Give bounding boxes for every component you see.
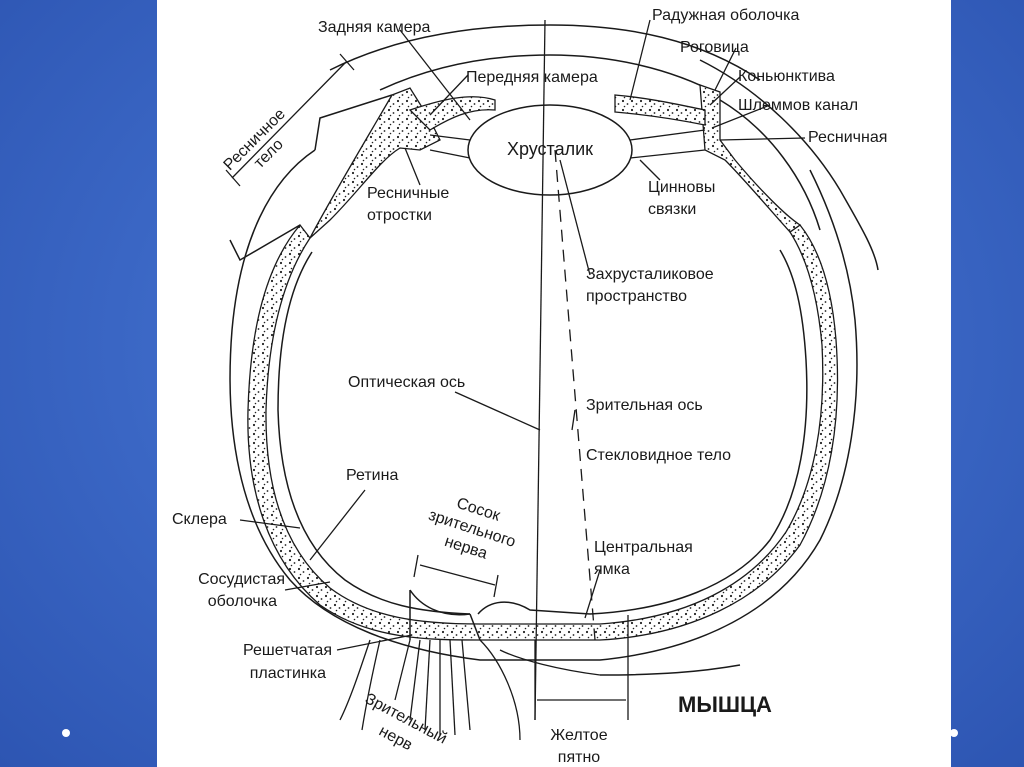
label-anterior-chamber: Передняя камера [466, 69, 598, 86]
label-visual-axis: Зрительная ось [586, 397, 703, 414]
label-ciliary-processes-1: Ресничные [367, 185, 449, 202]
label-macula-2: пятно [558, 749, 600, 766]
choroid-layer [247, 223, 839, 641]
label-choroid-2: оболочка [208, 593, 277, 610]
iris-right [614, 94, 706, 126]
ciliary-body-left [309, 87, 441, 239]
slide: Задняя камера Радужная оболочка Роговица… [157, 0, 951, 767]
muscle-outline [599, 664, 741, 676]
label-zonules-1: Цинновы [648, 179, 715, 196]
cornea-inner [379, 54, 721, 96]
zonules [429, 129, 706, 159]
label-sclera: Склера [172, 511, 227, 528]
label-lamina-2: пластинка [250, 665, 326, 682]
label-posterior-chamber: Задняя камера [318, 19, 431, 36]
label-vitreous-body: Стекловидное тело [586, 447, 731, 464]
ciliary-dimension [225, 53, 355, 187]
retina-line [277, 251, 471, 615]
label-fovea-2: ямка [594, 561, 630, 578]
optic-disc [409, 589, 591, 641]
nav-dot-left [62, 729, 70, 737]
label-lamina-1: Решетчатая [243, 642, 332, 659]
papilla-dimension [413, 554, 499, 598]
label-schlemm-canal: Шлеммов канал [738, 97, 858, 114]
label-ciliary-processes-2: отростки [367, 207, 432, 224]
label-ciliary: Ресничная [808, 129, 887, 146]
label-lens: Хрусталик [507, 139, 593, 159]
optical-axis-line [534, 19, 546, 721]
lens-shape [467, 104, 633, 196]
label-choroid-1: Сосудистая [198, 571, 285, 588]
visual-axis-line [554, 149, 596, 641]
label-cornea: Роговица [680, 39, 749, 56]
eye-anatomy-diagram: Задняя камера Радужная оболочка Роговица… [172, 7, 887, 766]
conjunctiva [699, 59, 879, 271]
nav-dot-right [950, 729, 958, 737]
ciliary-body-right [699, 84, 802, 233]
label-macula-1: Желтое [550, 727, 607, 744]
label-retrolental-2: пространство [586, 288, 687, 305]
label-conjunctiva: Коньюнктива [738, 68, 835, 85]
right-sclera-front [719, 99, 821, 231]
retina-line-right [589, 249, 808, 615]
optic-nerve-fibers [339, 639, 601, 741]
label-retrolental-1: Захрусталиковое [586, 266, 714, 283]
cornea-curve [329, 24, 761, 81]
label-zonules-2: связки [648, 201, 696, 218]
iris-left [408, 96, 496, 131]
label-iris: Радужная оболочка [652, 7, 799, 24]
label-muscle: МЫШЦА [678, 692, 772, 717]
sclera-outline [229, 149, 858, 661]
label-optical-axis: Оптическая ось [348, 374, 465, 391]
label-fovea-1: Центральная [594, 539, 693, 556]
leader-lines [239, 19, 806, 651]
label-retina: Ретина [346, 467, 398, 484]
left-front-tissue [229, 94, 393, 262]
